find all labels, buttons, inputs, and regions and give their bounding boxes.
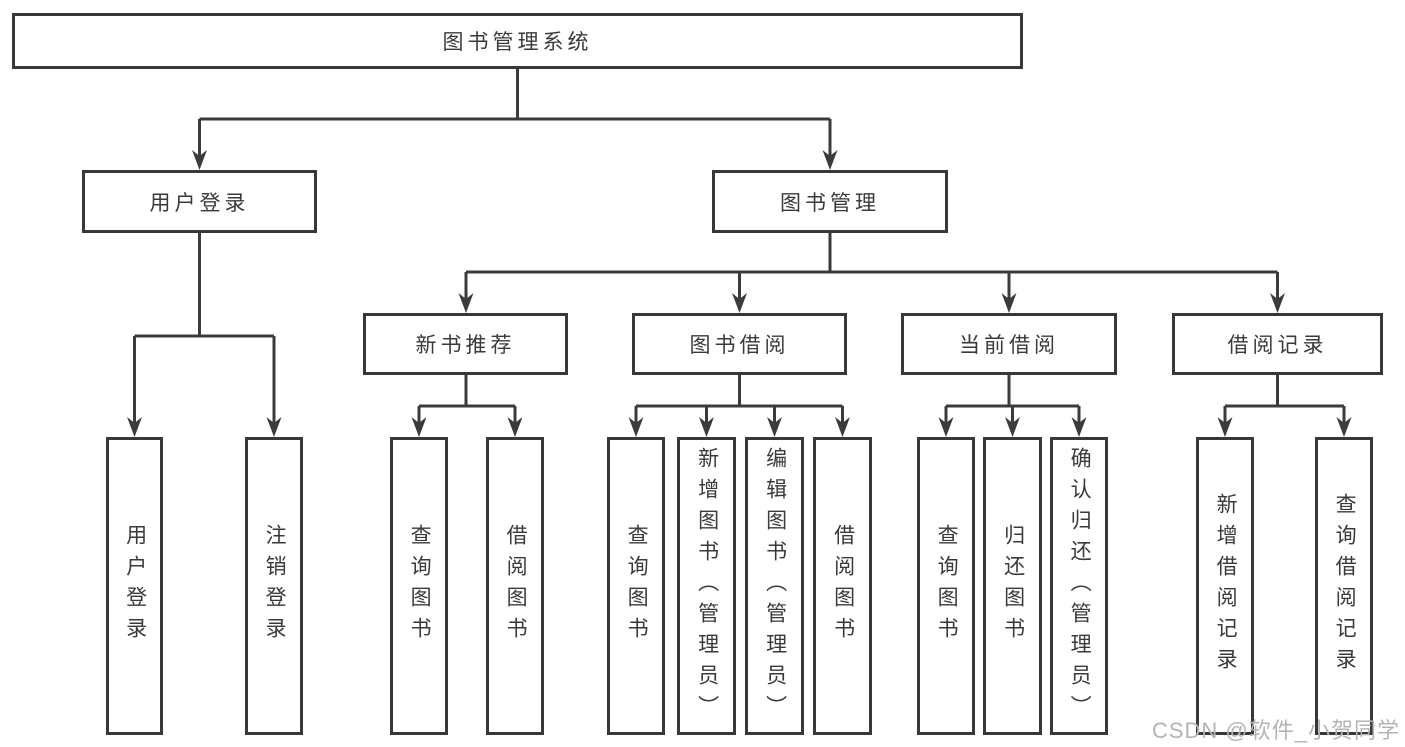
node-new-book-recommend: 新书推荐: [363, 313, 568, 375]
node-add-borrow-record: 新增借阅记录: [1196, 437, 1254, 735]
node-query-books-borrow: 查询图书: [607, 437, 665, 735]
node-book-borrowing: 图书借阅: [632, 313, 847, 375]
node-query-borrow-record: 查询借阅记录: [1315, 437, 1373, 735]
tree-edges: [133, 69, 1346, 433]
node-label: 查询图书: [625, 524, 649, 648]
node-label: 当前借阅: [959, 334, 1059, 357]
node-confirm-return-admin: 确认归还（管理员）: [1050, 437, 1108, 735]
node-label: 用户登录: [149, 191, 250, 215]
node-label: 用户登录: [123, 524, 147, 648]
node-current-borrowing: 当前借阅: [901, 313, 1117, 375]
node-borrow-books: 借阅图书: [813, 437, 872, 735]
node-label: 图书管理系统: [442, 31, 593, 54]
node-label: 新增图书（管理员）: [695, 446, 719, 726]
node-logout: 注销登录: [245, 437, 303, 735]
node-label: 查询图书: [408, 524, 432, 648]
node-label: 归还图书: [1001, 524, 1025, 648]
node-label: 图书管理: [780, 191, 880, 215]
node-label: 查询图书: [935, 524, 959, 648]
node-query-books-recommend: 查询图书: [390, 437, 448, 735]
node-user-login-action: 用户登录: [106, 437, 163, 735]
node-label: 借阅图书: [831, 524, 855, 648]
node-user-login: 用户登录: [82, 170, 317, 233]
node-edit-books-admin: 编辑图书（管理员）: [745, 437, 804, 735]
node-borrowing-records: 借阅记录: [1172, 313, 1383, 375]
node-label: 图书借阅: [689, 334, 790, 357]
node-label: 借阅图书: [504, 524, 528, 648]
node-label: 查询借阅记录: [1333, 493, 1357, 679]
node-return-books: 归还图书: [983, 437, 1042, 735]
node-label: 编辑图书（管理员）: [763, 446, 787, 726]
node-query-books-current: 查询图书: [917, 437, 975, 735]
node-label: 确认归还（管理员）: [1068, 446, 1092, 726]
node-root: 图书管理系统: [12, 13, 1023, 69]
node-label: 新书推荐: [415, 334, 516, 357]
node-label: 借阅记录: [1227, 334, 1328, 357]
node-label: 新增借阅记录: [1214, 493, 1238, 679]
node-add-books-admin: 新增图书（管理员）: [677, 437, 736, 735]
watermark: CSDN @软件_小贺同学: [1151, 718, 1400, 743]
node-book-management: 图书管理: [712, 170, 948, 233]
node-label: 注销登录: [263, 524, 287, 648]
node-borrow-books-recommend: 借阅图书: [486, 437, 544, 735]
